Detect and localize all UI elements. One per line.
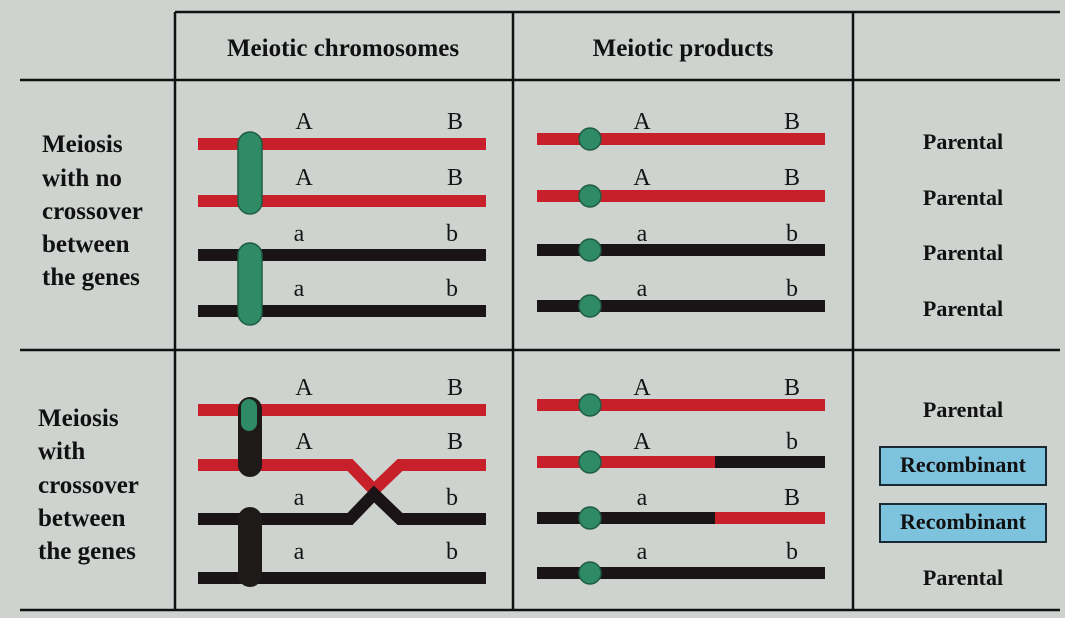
allele-label: a [637,276,648,302]
allele-label: b [786,429,798,455]
parental-label: Parental [923,129,1003,154]
product-segment-left [537,399,715,411]
allele-label: a [294,485,305,511]
product-segment-left [537,456,715,468]
row-label-line: with [38,438,85,465]
header-meiotic-products: Meiotic products [593,35,774,62]
product-segment-left [537,512,715,524]
allele-label: A [295,109,313,135]
allele-label: B [447,109,463,135]
centromere-highlight [241,399,257,431]
centromere [238,243,262,325]
classification-text: Parental [923,185,1003,210]
allele-label: b [446,539,458,565]
classification-text: Recombinant [900,452,1027,477]
product-centromere [579,562,601,584]
product-segment-right [715,399,825,411]
parental-label: Parental [923,296,1003,321]
allele-label: a [294,539,305,565]
classification-text: Parental [923,240,1003,265]
row-label-line: with no [42,165,122,192]
parental-label: Parental [923,240,1003,265]
product-centromere [579,185,601,207]
classification-text: Parental [923,565,1003,590]
product-segment-right [715,133,825,145]
product-segment-right [715,244,825,256]
allele-label: b [786,539,798,565]
allele-label: a [637,221,648,247]
classification-text: Parental [923,296,1003,321]
product-segment-left [537,133,715,145]
classification-text: Parental [923,397,1003,422]
product-segment-right [715,567,825,579]
product-centromere [579,451,601,473]
centromere [238,507,262,587]
recombinant-label: Recombinant [880,447,1046,485]
row-label-line: the genes [42,264,140,291]
allele-label: A [295,375,313,401]
allele-label: B [784,165,800,191]
row-label-line: crossover [42,198,143,225]
parental-label: Parental [923,565,1003,590]
parental-label: Parental [923,185,1003,210]
product-segment-right [715,190,825,202]
allele-label: a [637,485,648,511]
allele-label: b [446,221,458,247]
allele-label: A [633,429,651,455]
allele-label: B [447,375,463,401]
classification-text: Recombinant [900,509,1027,534]
allele-label: A [633,165,651,191]
allele-label: B [447,165,463,191]
classification-text: Parental [923,129,1003,154]
centromere [238,132,262,214]
allele-label: B [784,485,800,511]
allele-label: b [786,276,798,302]
product-segment-right [715,300,825,312]
product-segment-left [537,190,715,202]
recombinant-label: Recombinant [880,504,1046,542]
product-centromere [579,128,601,150]
allele-label: A [295,429,313,455]
row-label-line: between [42,231,130,258]
product-centromere [579,507,601,529]
product-segment-right [715,456,825,468]
allele-label: A [295,165,313,191]
allele-label: b [786,221,798,247]
product-centromere [579,394,601,416]
row-label-line: the genes [38,538,136,565]
allele-label: a [637,539,648,565]
allele-label: a [294,221,305,247]
product-segment-left [537,244,715,256]
allele-label: b [446,485,458,511]
allele-label: A [633,375,651,401]
product-centromere [579,295,601,317]
product-segment-right [715,512,825,524]
product-segment-left [537,300,715,312]
product-segment-left [537,567,715,579]
row-label-line: crossover [38,472,139,499]
header-meiotic-chromosomes: Meiotic chromosomes [227,35,459,62]
parental-label: Parental [923,397,1003,422]
row-label-line: Meiosis [42,131,123,158]
allele-label: B [784,375,800,401]
allele-label: A [633,109,651,135]
allele-label: b [446,276,458,302]
row-label-line: between [38,505,126,532]
allele-label: a [294,276,305,302]
allele-label: B [447,429,463,455]
product-centromere [579,239,601,261]
allele-label: B [784,109,800,135]
row-label-line: Meiosis [38,405,119,432]
